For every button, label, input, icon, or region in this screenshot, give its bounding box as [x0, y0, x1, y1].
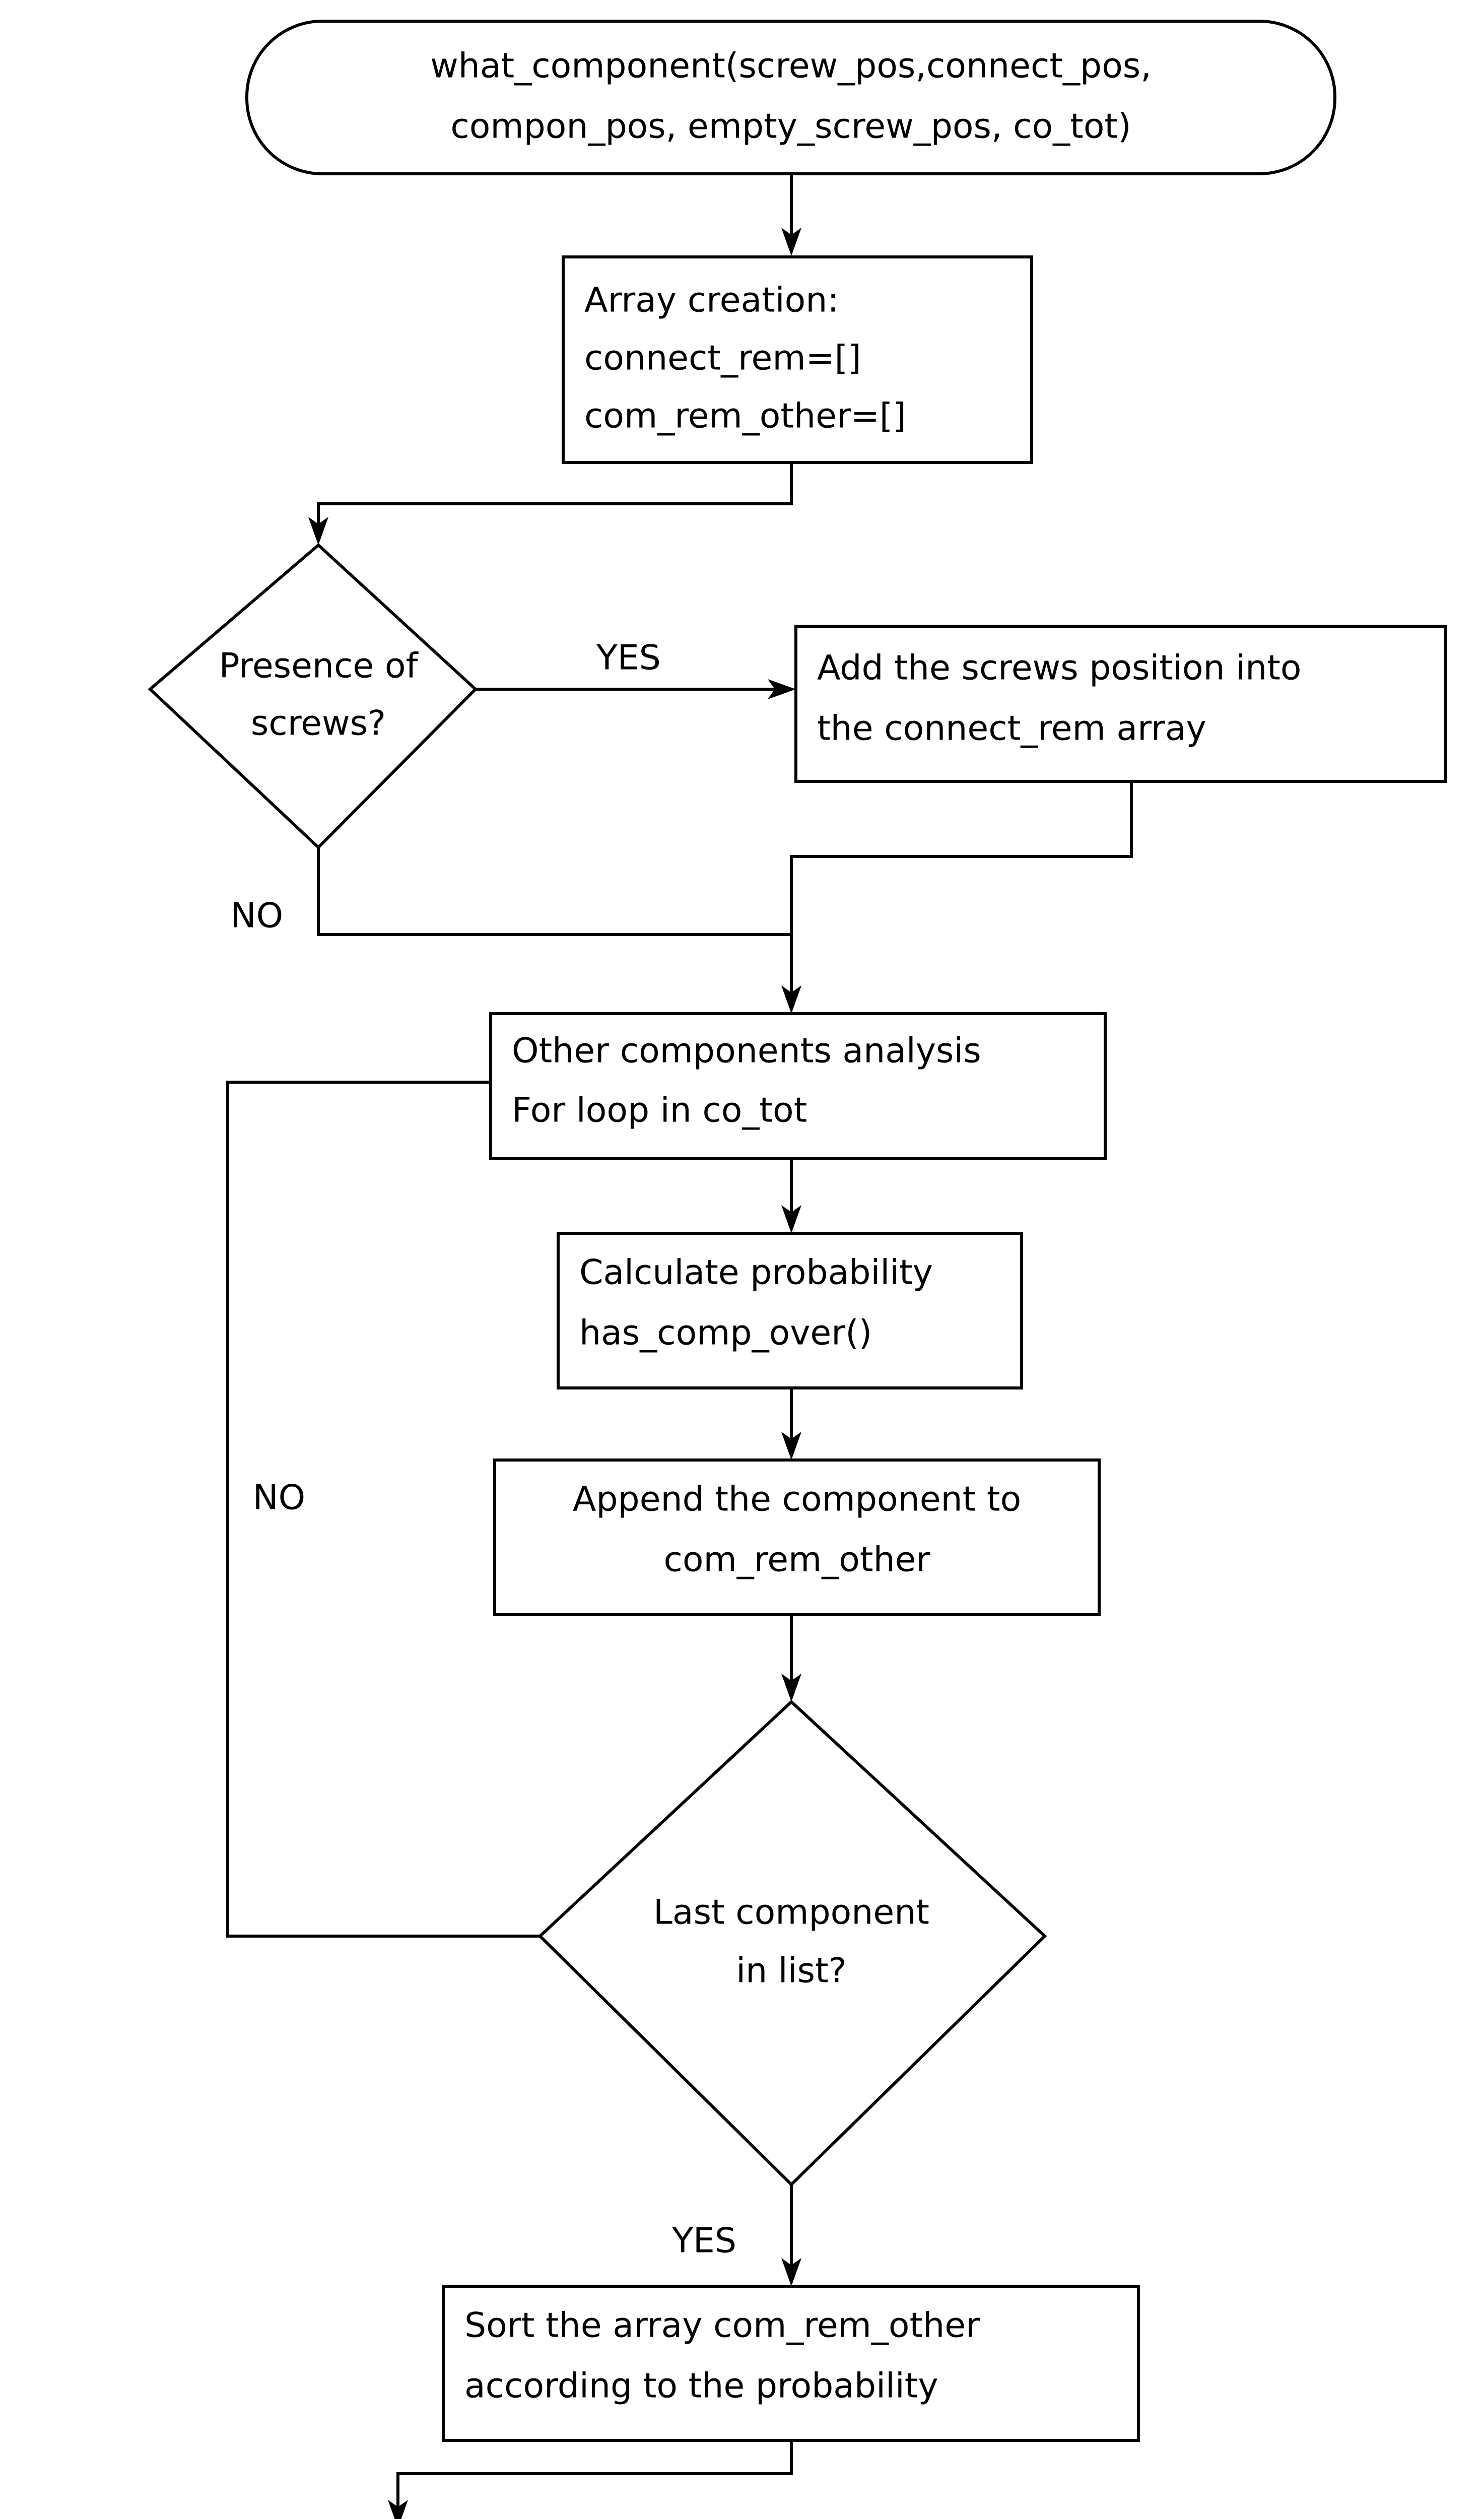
edge-calculate-to-append: [781, 1388, 801, 1460]
sort-array-line1: Sort the array com_rem_other: [464, 2306, 980, 2346]
other-components-line2: For loop in co_tot: [512, 1091, 807, 1131]
append-component-line2: com_rem_other: [664, 1540, 930, 1580]
node-last-component-in-list[interactable]: Last component in list?: [537, 1699, 1047, 2187]
edge-last-component-yes-to-sort: [781, 2184, 801, 2286]
node-start-terminal[interactable]: what_component(screw_pos,connect_pos, co…: [245, 20, 1336, 175]
edge-append-to-last-component: [781, 1615, 801, 1702]
sort-array-shape: [442, 2285, 1140, 2442]
edge-other-components-to-calculate: [781, 1159, 801, 1233]
node-add-screws-position[interactable]: Add the screws position into the connect…: [794, 625, 1447, 783]
edge-start-to-array-creation: [781, 174, 801, 256]
node-array-creation[interactable]: Array creation: connect_rem=[] com_rem_o…: [562, 255, 1033, 464]
sort-array-line2: according to the probability: [464, 2366, 938, 2406]
edge-add-screws-to-join: [790, 781, 1133, 935]
node-presence-of-screws[interactable]: Presence of screws?: [148, 543, 478, 850]
append-component-line1: Append the component to: [573, 1480, 1021, 1519]
add-screws-line1: Add the screws position into: [817, 648, 1301, 688]
edge-sort-to-merge: [388, 2440, 793, 2519]
node-other-components-analysis[interactable]: Other components analysis For loop in co…: [489, 1012, 1107, 1160]
other-components-shape: [489, 1012, 1107, 1160]
node-calculate-probability[interactable]: Calculate probability has_comp_over(): [557, 1232, 1023, 1389]
edge-array-creation-to-presence: [308, 462, 793, 545]
edge-presence-yes-to-add-screws: [476, 679, 796, 699]
calculate-probability-line2: has_comp_over(): [579, 1313, 872, 1353]
add-screws-shape: [794, 625, 1447, 783]
array-creation-shape: [562, 255, 1033, 464]
other-components-line1: Other components analysis: [512, 1031, 981, 1071]
edge-label-last-yes: YES: [671, 2221, 736, 2261]
edge-label-screws-yes: YES: [596, 638, 661, 678]
array-creation-line3: com_rem_other=[]: [584, 396, 906, 436]
last-component-line1: Last component: [653, 1893, 929, 1933]
start-terminal-shape: [245, 20, 1336, 175]
last-component-shape: [537, 1699, 1047, 2187]
calculate-probability-line1: Calculate probability: [579, 1253, 933, 1293]
start-terminal-line2: compon_pos, empty_screw_pos, co_tot): [450, 107, 1131, 147]
last-component-line2: in list?: [736, 1951, 847, 1991]
edge-label-screws-no: NO: [231, 896, 283, 936]
presence-of-screws-line2: screws?: [251, 704, 386, 744]
presence-of-screws-shape: [148, 543, 478, 850]
edge-presence-no-to-other-components: [317, 847, 801, 1014]
edge-label-loop-no: NO: [253, 1478, 305, 1518]
node-sort-array[interactable]: Sort the array com_rem_other according t…: [442, 2285, 1140, 2442]
add-screws-line2: the connect_rem array: [817, 709, 1206, 749]
start-terminal-line1: what_component(screw_pos,connect_pos,: [430, 46, 1152, 86]
calculate-probability-shape: [557, 1232, 1023, 1389]
array-creation-line2: connect_rem=[]: [584, 339, 861, 378]
node-append-component[interactable]: Append the component to com_rem_other: [493, 1459, 1101, 1616]
append-component-shape: [493, 1459, 1101, 1616]
presence-of-screws-line1: Presence of: [219, 646, 419, 686]
array-creation-line1: Array creation:: [584, 281, 839, 320]
